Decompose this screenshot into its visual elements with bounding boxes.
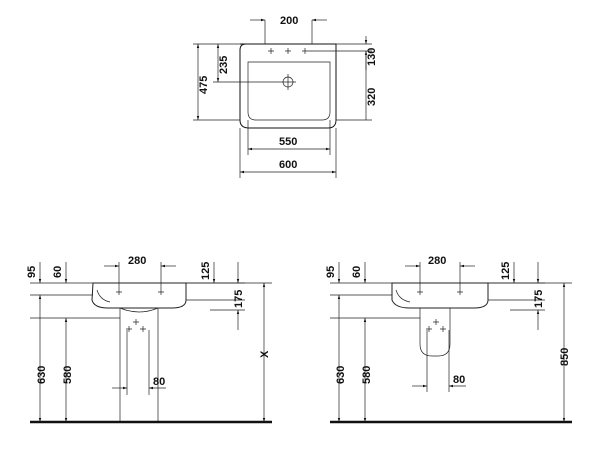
dim-back-to-taps: 130 [366, 48, 378, 66]
drain-icon [280, 74, 296, 90]
dim-125: 125 [200, 262, 212, 280]
dim-inner-width: 550 [279, 136, 297, 148]
dim-175: 175 [233, 290, 245, 308]
dim-depth-to-drain: 235 [218, 56, 230, 74]
dim-95: 95 [26, 266, 38, 278]
dim-280: 280 [128, 255, 146, 267]
dim-60: 60 [52, 266, 64, 278]
basin-side-outline [391, 282, 489, 309]
dim-x: X [259, 350, 271, 358]
dim-depth-total: 475 [198, 76, 210, 94]
dim-630: 630 [36, 366, 48, 384]
dim-outer-width: 600 [279, 159, 297, 171]
dim-175: 175 [533, 290, 545, 308]
dim-tap-spacing: 200 [280, 15, 298, 27]
top-view: 200 475 235 130 320 550 600 [193, 15, 378, 178]
dim-580: 580 [62, 366, 74, 384]
dim-630: 630 [335, 366, 347, 384]
basin-top-outline [239, 43, 337, 129]
side-view-semi-pedestal: 280 95 60 125 175 630 580 80 850 [325, 255, 572, 424]
basin-side-outline [91, 282, 187, 309]
dim-280: 280 [428, 255, 446, 267]
semi-pedestal-outline [419, 308, 451, 357]
dim-125: 125 [500, 262, 512, 280]
dim-580: 580 [361, 366, 373, 384]
dim-95: 95 [325, 266, 337, 278]
tap-holes [268, 48, 308, 54]
pedestal-outline [119, 308, 159, 422]
dim-850: 850 [559, 348, 571, 366]
side-view-pedestal: 280 95 60 125 175 630 580 80 X [26, 255, 272, 424]
dim-front-to-taps: 320 [366, 88, 378, 106]
basin-bowl-outline [247, 61, 331, 121]
dim-80: 80 [453, 374, 465, 386]
dim-80: 80 [153, 376, 165, 388]
dim-60: 60 [351, 266, 363, 278]
